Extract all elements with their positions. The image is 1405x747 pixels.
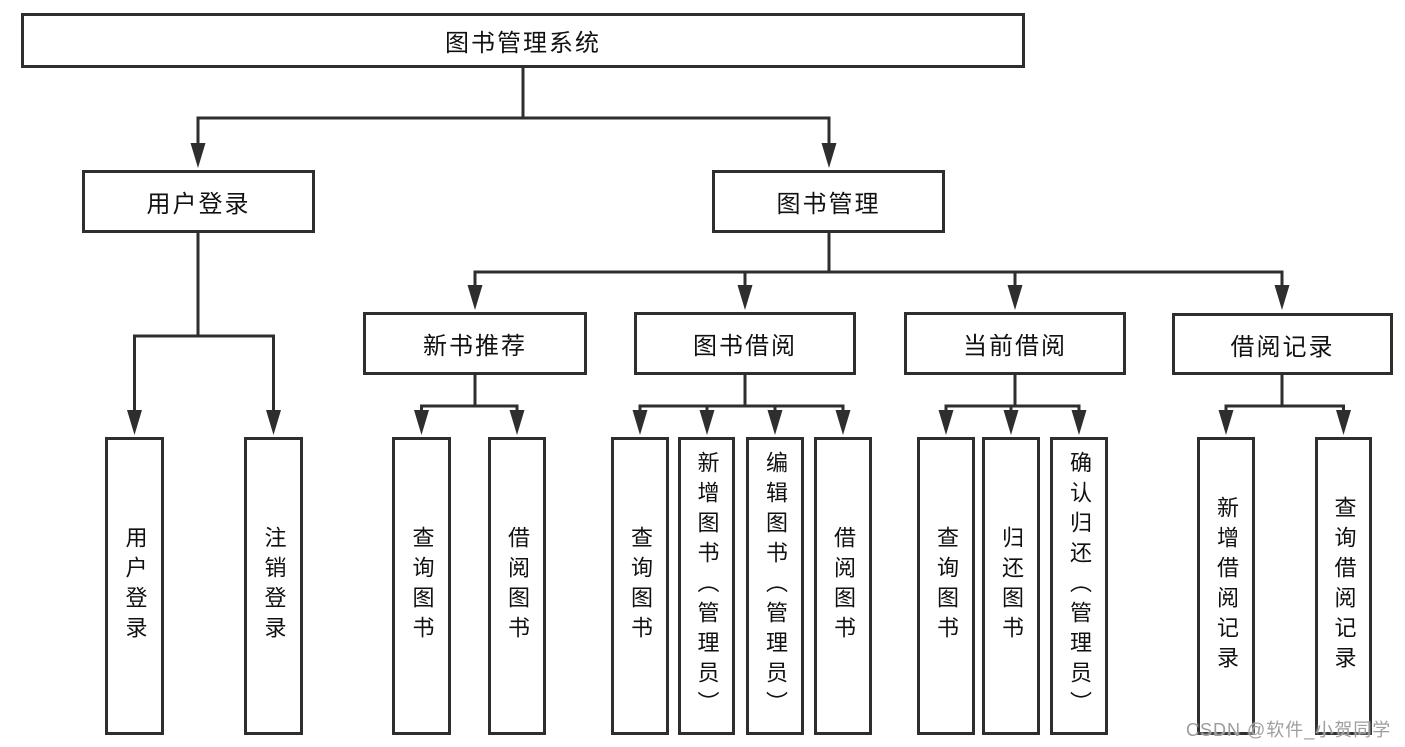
node-borrow-query-books: 查询图书 — [611, 437, 669, 735]
node-query-borrow-record-label: 查询借阅记录 — [1331, 496, 1357, 676]
node-return-book-label: 归还图书 — [999, 526, 1024, 646]
node-edit-book-admin: 编辑图书（管理员） — [746, 437, 804, 735]
node-borrow-books: 借阅图书 — [814, 437, 872, 735]
node-library-management-system-label: 图书管理系统 — [445, 30, 601, 57]
node-current-query-books: 查询图书 — [917, 437, 975, 735]
node-return-book: 归还图书 — [982, 437, 1040, 735]
node-borrow-records-label: 借阅记录 — [1230, 333, 1335, 361]
node-new-book-recommend: 新书推荐 — [363, 312, 587, 375]
watermark: CSDN @软件_小贺同学 — [1186, 720, 1392, 740]
node-book-management-label: 图书管理 — [776, 191, 881, 218]
node-confirm-return-admin-label: 确认归还（管理员） — [1067, 451, 1092, 721]
node-add-book-admin-label: 新增图书（管理员） — [694, 451, 720, 721]
node-borrow-records: 借阅记录 — [1172, 313, 1393, 375]
node-user-login: 用户登录 — [82, 170, 315, 233]
node-add-borrow-record-label: 新增借阅记录 — [1214, 496, 1239, 676]
node-user-login-action: 用户登录 — [105, 437, 164, 735]
node-current-borrow-label: 当前借阅 — [963, 333, 1067, 360]
node-confirm-return-admin: 确认归还（管理员） — [1050, 437, 1108, 735]
node-current-query-books-label: 查询图书 — [934, 526, 959, 646]
node-add-book-admin: 新增图书（管理员） — [678, 437, 735, 735]
node-book-borrow: 图书借阅 — [634, 312, 856, 375]
node-logout: 注销登录 — [244, 437, 303, 735]
node-recommend-borrow-books: 借阅图书 — [488, 437, 546, 735]
node-new-book-recommend-label: 新书推荐 — [423, 333, 527, 360]
node-current-borrow: 当前借阅 — [904, 312, 1126, 375]
node-borrow-books-label: 借阅图书 — [831, 526, 856, 646]
node-user-login-action-label: 用户登录 — [122, 526, 148, 646]
node-logout-label: 注销登录 — [261, 526, 287, 646]
node-add-borrow-record: 新增借阅记录 — [1197, 437, 1255, 735]
node-recommend-query-books-label: 查询图书 — [409, 526, 435, 646]
node-recommend-query-books: 查询图书 — [392, 437, 451, 735]
node-library-management-system: 图书管理系统 — [21, 13, 1025, 68]
node-recommend-borrow-books-label: 借阅图书 — [505, 526, 530, 646]
node-book-borrow-label: 图书借阅 — [693, 333, 797, 360]
node-user-login-label: 用户登录 — [146, 191, 251, 218]
node-edit-book-admin-label: 编辑图书（管理员） — [763, 451, 788, 721]
node-book-management: 图书管理 — [712, 170, 945, 233]
node-query-borrow-record: 查询借阅记录 — [1315, 437, 1372, 735]
node-borrow-query-books-label: 查询图书 — [628, 526, 653, 646]
